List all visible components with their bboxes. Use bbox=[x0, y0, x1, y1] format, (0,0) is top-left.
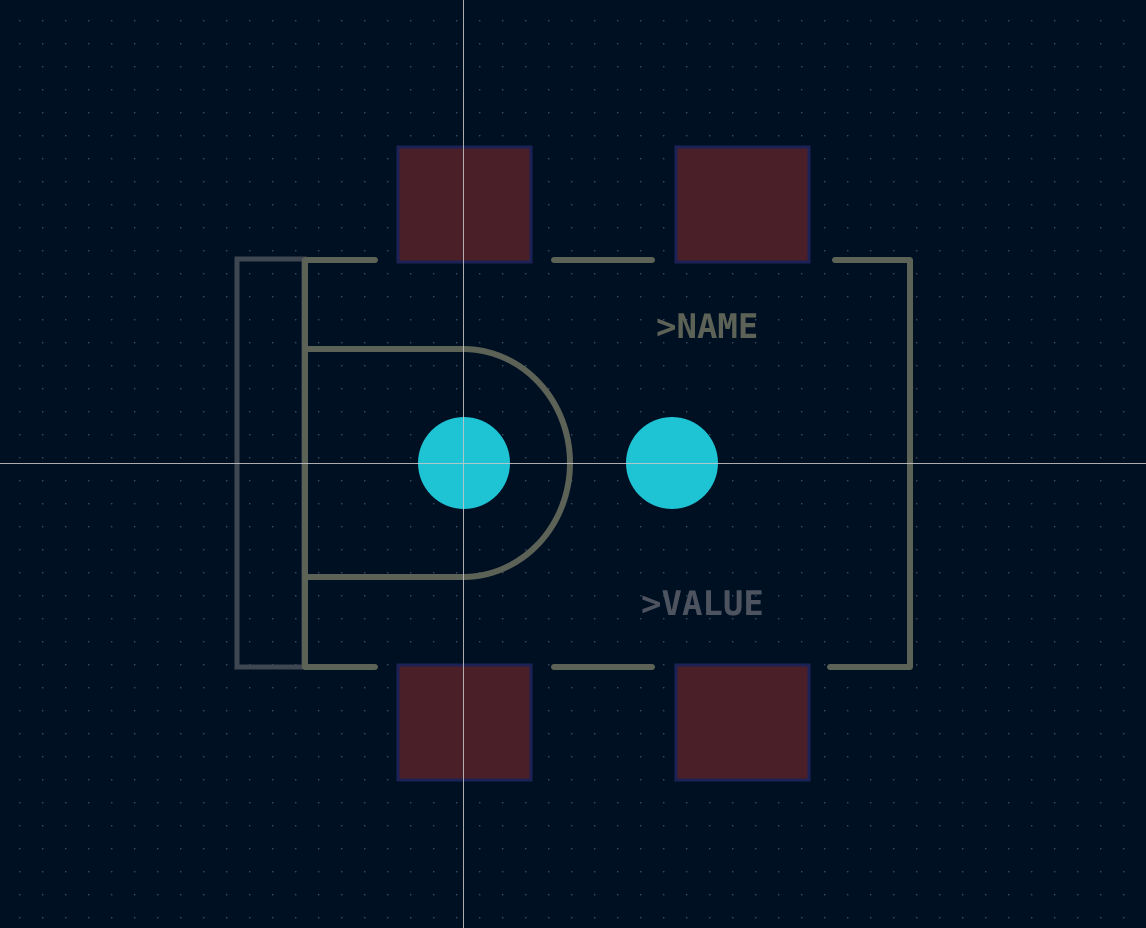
smd-pads[interactable] bbox=[396, 145, 811, 782]
pad-top-right[interactable] bbox=[674, 145, 811, 264]
reference-name-text[interactable]: >NAME bbox=[656, 307, 758, 347]
pad-bottom-right[interactable] bbox=[674, 663, 811, 782]
pad-bottom-left[interactable] bbox=[396, 663, 533, 782]
reference-value-text[interactable]: >VALUE bbox=[641, 584, 764, 624]
pad-top-left[interactable] bbox=[396, 145, 533, 264]
